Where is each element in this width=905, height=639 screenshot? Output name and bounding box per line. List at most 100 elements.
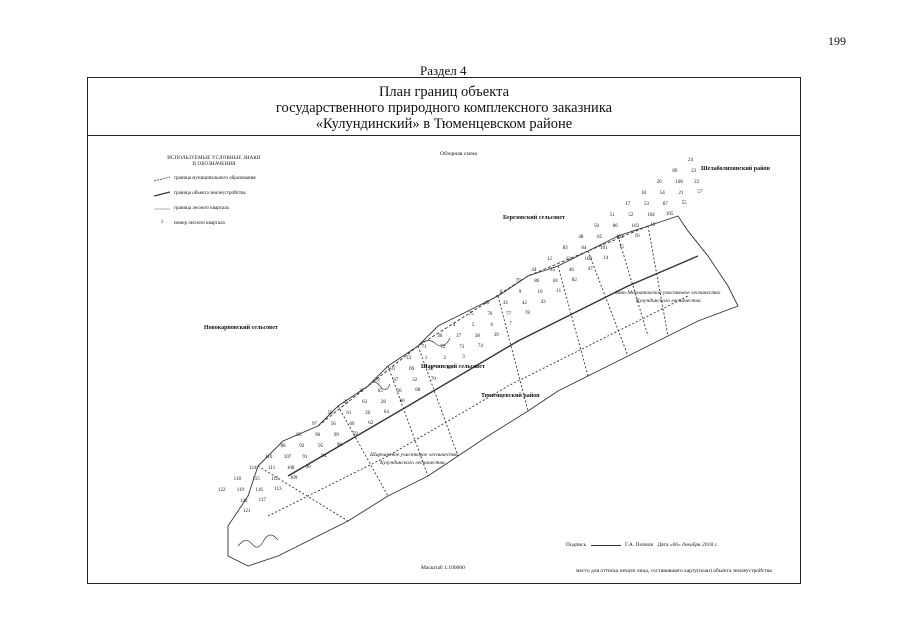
label-berezovsky: Березовский сельсовет <box>503 215 566 221</box>
forest-quarter-number: 97 <box>312 422 317 427</box>
forest-quarter-number: 2 <box>443 355 447 361</box>
forest-quarter-number: 104 <box>647 212 655 218</box>
forest-quarter-number: 30 <box>396 388 402 394</box>
forest-quarter-number: 73 <box>459 344 465 350</box>
forest-quarter-number: 26 <box>365 410 371 416</box>
forest-quarter-number: 10 <box>537 289 543 295</box>
forest-quarter-number: 35 <box>446 366 452 372</box>
forest-quarter-number: 11 <box>556 289 562 295</box>
forest-quarter-number: 42 <box>521 300 527 306</box>
forest-quarter-number: 44 <box>531 268 537 273</box>
legend-label: граница лесного квартала <box>174 206 229 211</box>
forest-quarter-number: 71 <box>421 345 427 350</box>
forest-quarter-number: 45 <box>550 267 556 273</box>
forest-quarter-number: 100 <box>584 256 593 262</box>
forest-quarter-number: 116 <box>255 487 263 493</box>
forest-quarter-number: 101 <box>600 245 608 251</box>
forest-quarter-number: 74 <box>477 344 483 350</box>
forest-quarter-number: 115 <box>252 476 260 482</box>
forest-quarter-number: 54 <box>659 190 665 196</box>
forest-quarter-number: 99 <box>333 432 339 438</box>
forest-quarter-number: 119 <box>236 487 245 493</box>
forest-quarter-number: 113 <box>274 487 282 493</box>
forest-quarter-number: 38 <box>474 333 480 339</box>
date-value: «06» декабря 2018 г. <box>669 542 718 548</box>
forest-quarter-number: 20 <box>656 180 662 185</box>
forest-quarter-number: 56 <box>330 421 336 427</box>
legend-label: граница объекта землеустройства <box>174 191 246 196</box>
forest-quarter-number: 110 <box>265 455 273 460</box>
forest-quarter-number: 8 <box>500 290 503 295</box>
forest-quarter-number: 13 <box>565 256 571 262</box>
forest-quarter-number: 108 <box>286 465 295 471</box>
forest-quarter-number: 93 <box>296 433 302 438</box>
stamp-note: место для оттиска печати лица, составивш… <box>576 568 772 574</box>
forest-quarter-number: 5 <box>471 322 475 328</box>
forest-quarter-number: 14 <box>603 256 609 262</box>
legend: ИСПОЛЬЗУЕМЫЕ УСЛОВНЫЕ ЗНАКИ И ОБОЗНАЧЕНИ… <box>154 156 274 228</box>
forest-quarter-number: 68 <box>415 388 421 394</box>
title-line-1: План границ объекта <box>378 84 510 100</box>
forest-quarter-number: 114 <box>249 466 257 471</box>
forest-quarter-number: 67 <box>393 377 399 383</box>
label-tyumentsevsky: Тюменцевский район <box>481 393 540 399</box>
forest-quarter-number: 76 <box>487 311 493 317</box>
forest-quarter-number: 4 <box>453 323 456 328</box>
forest-quarter-number: 86 <box>612 223 618 229</box>
forest-quarter-number: 48 <box>578 235 584 240</box>
forest-quarter-number: 40 <box>484 301 490 306</box>
forest-quarter-number: 16 <box>634 234 640 240</box>
label-sharchinsky: Шарчинский сельсовет <box>421 364 485 370</box>
date-label: Дата <box>657 542 669 548</box>
forest-quarter-number: 47 <box>587 267 593 273</box>
legend-label: граница муниципального образования <box>174 176 256 181</box>
forest-quarter-number: 29 <box>374 378 380 383</box>
forest-quarter-number: 92 <box>299 443 305 449</box>
forest-quarter-number: 46 <box>568 267 574 273</box>
forest-quarter-number: 95 <box>318 443 324 449</box>
forest-quarter-number: 6 <box>490 322 494 328</box>
forest-quarter-number: 121 <box>242 509 251 515</box>
forest-quarter-number: 98 <box>336 443 342 449</box>
forest-quarter-number: 57 <box>697 190 703 196</box>
forest-quarter-number: 102 <box>615 234 624 240</box>
forest-quarter-number: 43 <box>540 300 546 306</box>
forest-quarter-number: 87 <box>662 201 668 207</box>
legend-item-object: граница объекта землеустройства <box>154 190 274 198</box>
forest-quarter-number: 78 <box>524 311 530 317</box>
page-number: 199 <box>828 34 846 48</box>
forest-quarter-number: 27 <box>359 389 364 394</box>
quarter-number-symbol: 1 <box>160 220 164 225</box>
forest-quarter-number: 91 <box>302 454 308 460</box>
label-shar-forestry-1: Шарчинское участковое лесничество <box>370 452 459 458</box>
forest-quarter-number: 79 <box>515 279 521 284</box>
forest-quarter-number: 19 <box>650 223 656 229</box>
forest-quarter-number: 64 <box>383 410 389 416</box>
sign-label: Подпись <box>566 542 587 548</box>
forest-quarter-number: 117 <box>258 498 266 504</box>
forest-quarter-boundary-symbol <box>154 208 170 210</box>
forest-quarter-number: 33 <box>406 356 411 361</box>
forest-quarter-number: 59 <box>352 432 358 438</box>
forest-quarter-number: 3 <box>462 355 465 361</box>
forest-quarter-number: 82 <box>571 278 577 284</box>
title-line-2: государственного природного комплексного… <box>275 100 613 116</box>
legend-item-forest-quarter: граница лесного квартала <box>154 205 274 213</box>
forest-quarter-number: 84 <box>581 245 587 251</box>
object-boundary-symbol <box>154 191 170 197</box>
legend-title-1: ИСПОЛЬЗУЕМЫЕ УСЛОВНЫЕ ЗНАКИ <box>167 156 261 161</box>
forest-quarter-number: 17 <box>625 202 631 207</box>
forest-quarter-number: 52 <box>628 212 634 218</box>
signature-line <box>590 545 621 546</box>
forest-quarter-number: 94 <box>321 454 327 460</box>
forest-quarter-number: 32 <box>412 377 418 383</box>
forest-quarter-number: 53 <box>644 201 650 207</box>
label-novokarpovsky: Новокарповский сельсовет <box>204 325 278 331</box>
overview-label: Обзорная схема <box>440 151 478 157</box>
forest-quarter-number: 66 <box>399 399 405 405</box>
forest-quarter-number: 122 <box>218 488 226 493</box>
forest-quarter-number: 88 <box>280 444 286 449</box>
forest-quarter-number: 7 <box>509 322 512 328</box>
title-block: План границ объекта государственного при… <box>88 78 800 136</box>
map-drawing <box>227 215 739 567</box>
